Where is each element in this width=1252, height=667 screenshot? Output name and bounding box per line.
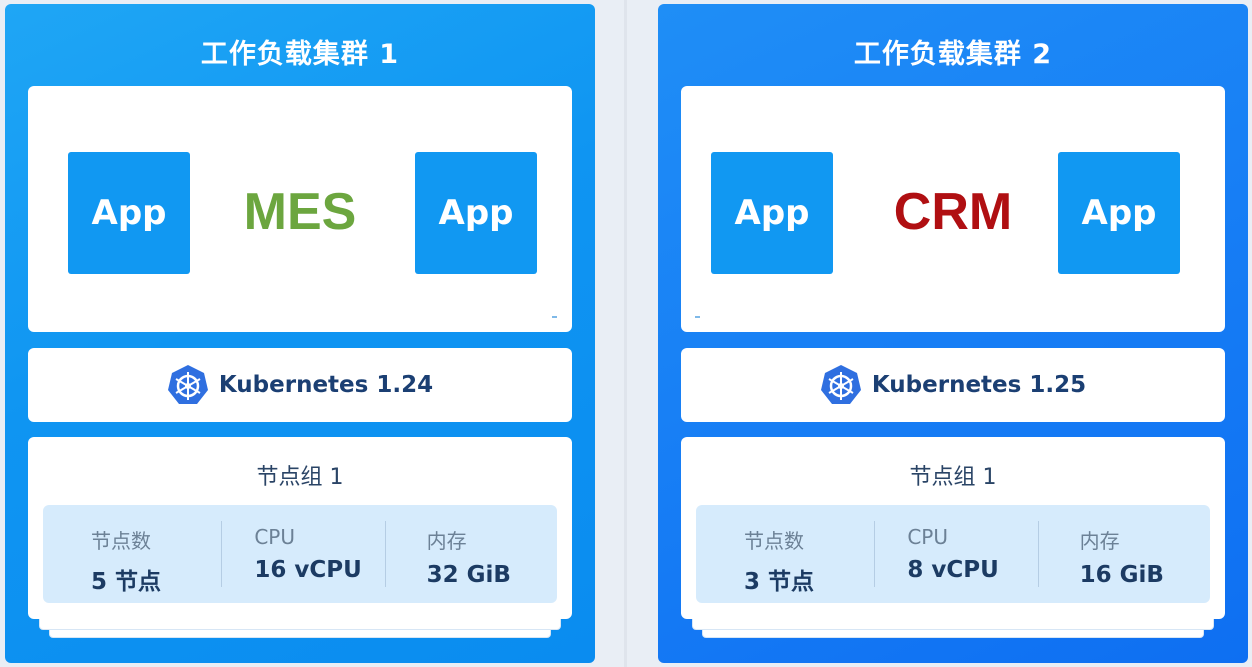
application-name: CRM (893, 183, 1013, 241)
application-name: MES (243, 183, 357, 241)
kubernetes-helm-icon (167, 365, 208, 404)
node-group-panel: 节点组 1 节点数 5 节点 CPU 16 vCPU 内存 32 GiB (28, 437, 572, 619)
kubernetes-version: Kubernetes 1.24 (218, 372, 434, 398)
corner-mark (552, 316, 557, 318)
cluster-title: 工作负载集群 2 (853, 39, 1053, 70)
stat-value: 3 节点 (744, 569, 815, 595)
stat-cpu: CPU 16 vCPU (221, 505, 384, 603)
app-box: App (415, 152, 537, 274)
stat-cpu: CPU 8 vCPU (874, 505, 1037, 603)
kubernetes-version: Kubernetes 1.25 (871, 372, 1087, 398)
stat-label: 内存 (1079, 529, 1120, 553)
node-group-title: 节点组 1 (909, 465, 997, 490)
stat-label: 节点数 (744, 529, 804, 553)
kubernetes-panel: Kubernetes 1.24 (28, 348, 572, 422)
stat-label: CPU (254, 525, 295, 549)
corner-mark (695, 316, 700, 318)
app-box: App (1058, 152, 1180, 274)
stat-memory: 内存 32 GiB (384, 505, 557, 603)
app-box: App (68, 152, 190, 274)
workload-cluster-2: 工作负载集群 2 App CRM App Kubernetes 1.25 (658, 4, 1248, 663)
stat-label: CPU (907, 525, 948, 549)
stat-value: 5 节点 (91, 569, 162, 595)
stat-value: 32 GiB (426, 562, 511, 588)
stat-memory: 内存 16 GiB (1037, 505, 1210, 603)
stat-value: 16 vCPU (254, 557, 362, 583)
stat-node-count: 节点数 5 节点 (43, 505, 221, 603)
node-group-stats: 节点数 5 节点 CPU 16 vCPU 内存 32 GiB (43, 505, 557, 603)
node-group-panel: 节点组 1 节点数 3 节点 CPU 8 vCPU 内存 16 GiB (681, 437, 1225, 619)
stat-label: 节点数 (91, 529, 151, 553)
kubernetes-helm-icon (820, 365, 861, 404)
center-divider (624, 0, 627, 667)
app-box: App (711, 152, 833, 274)
stat-node-count: 节点数 3 节点 (696, 505, 874, 603)
workload-cluster-1: 工作负载集群 1 App MES App Kubernetes 1.24 (5, 4, 595, 663)
node-group-stats: 节点数 3 节点 CPU 8 vCPU 内存 16 GiB (696, 505, 1210, 603)
app-panel: App CRM App (681, 86, 1225, 332)
kubernetes-panel: Kubernetes 1.25 (681, 348, 1225, 422)
cluster-title: 工作负载集群 1 (200, 39, 400, 70)
app-panel: App MES App (28, 86, 572, 332)
stat-value: 16 GiB (1079, 562, 1164, 588)
stat-value: 8 vCPU (907, 557, 999, 583)
node-group-title: 节点组 1 (256, 465, 344, 490)
stat-label: 内存 (426, 529, 467, 553)
